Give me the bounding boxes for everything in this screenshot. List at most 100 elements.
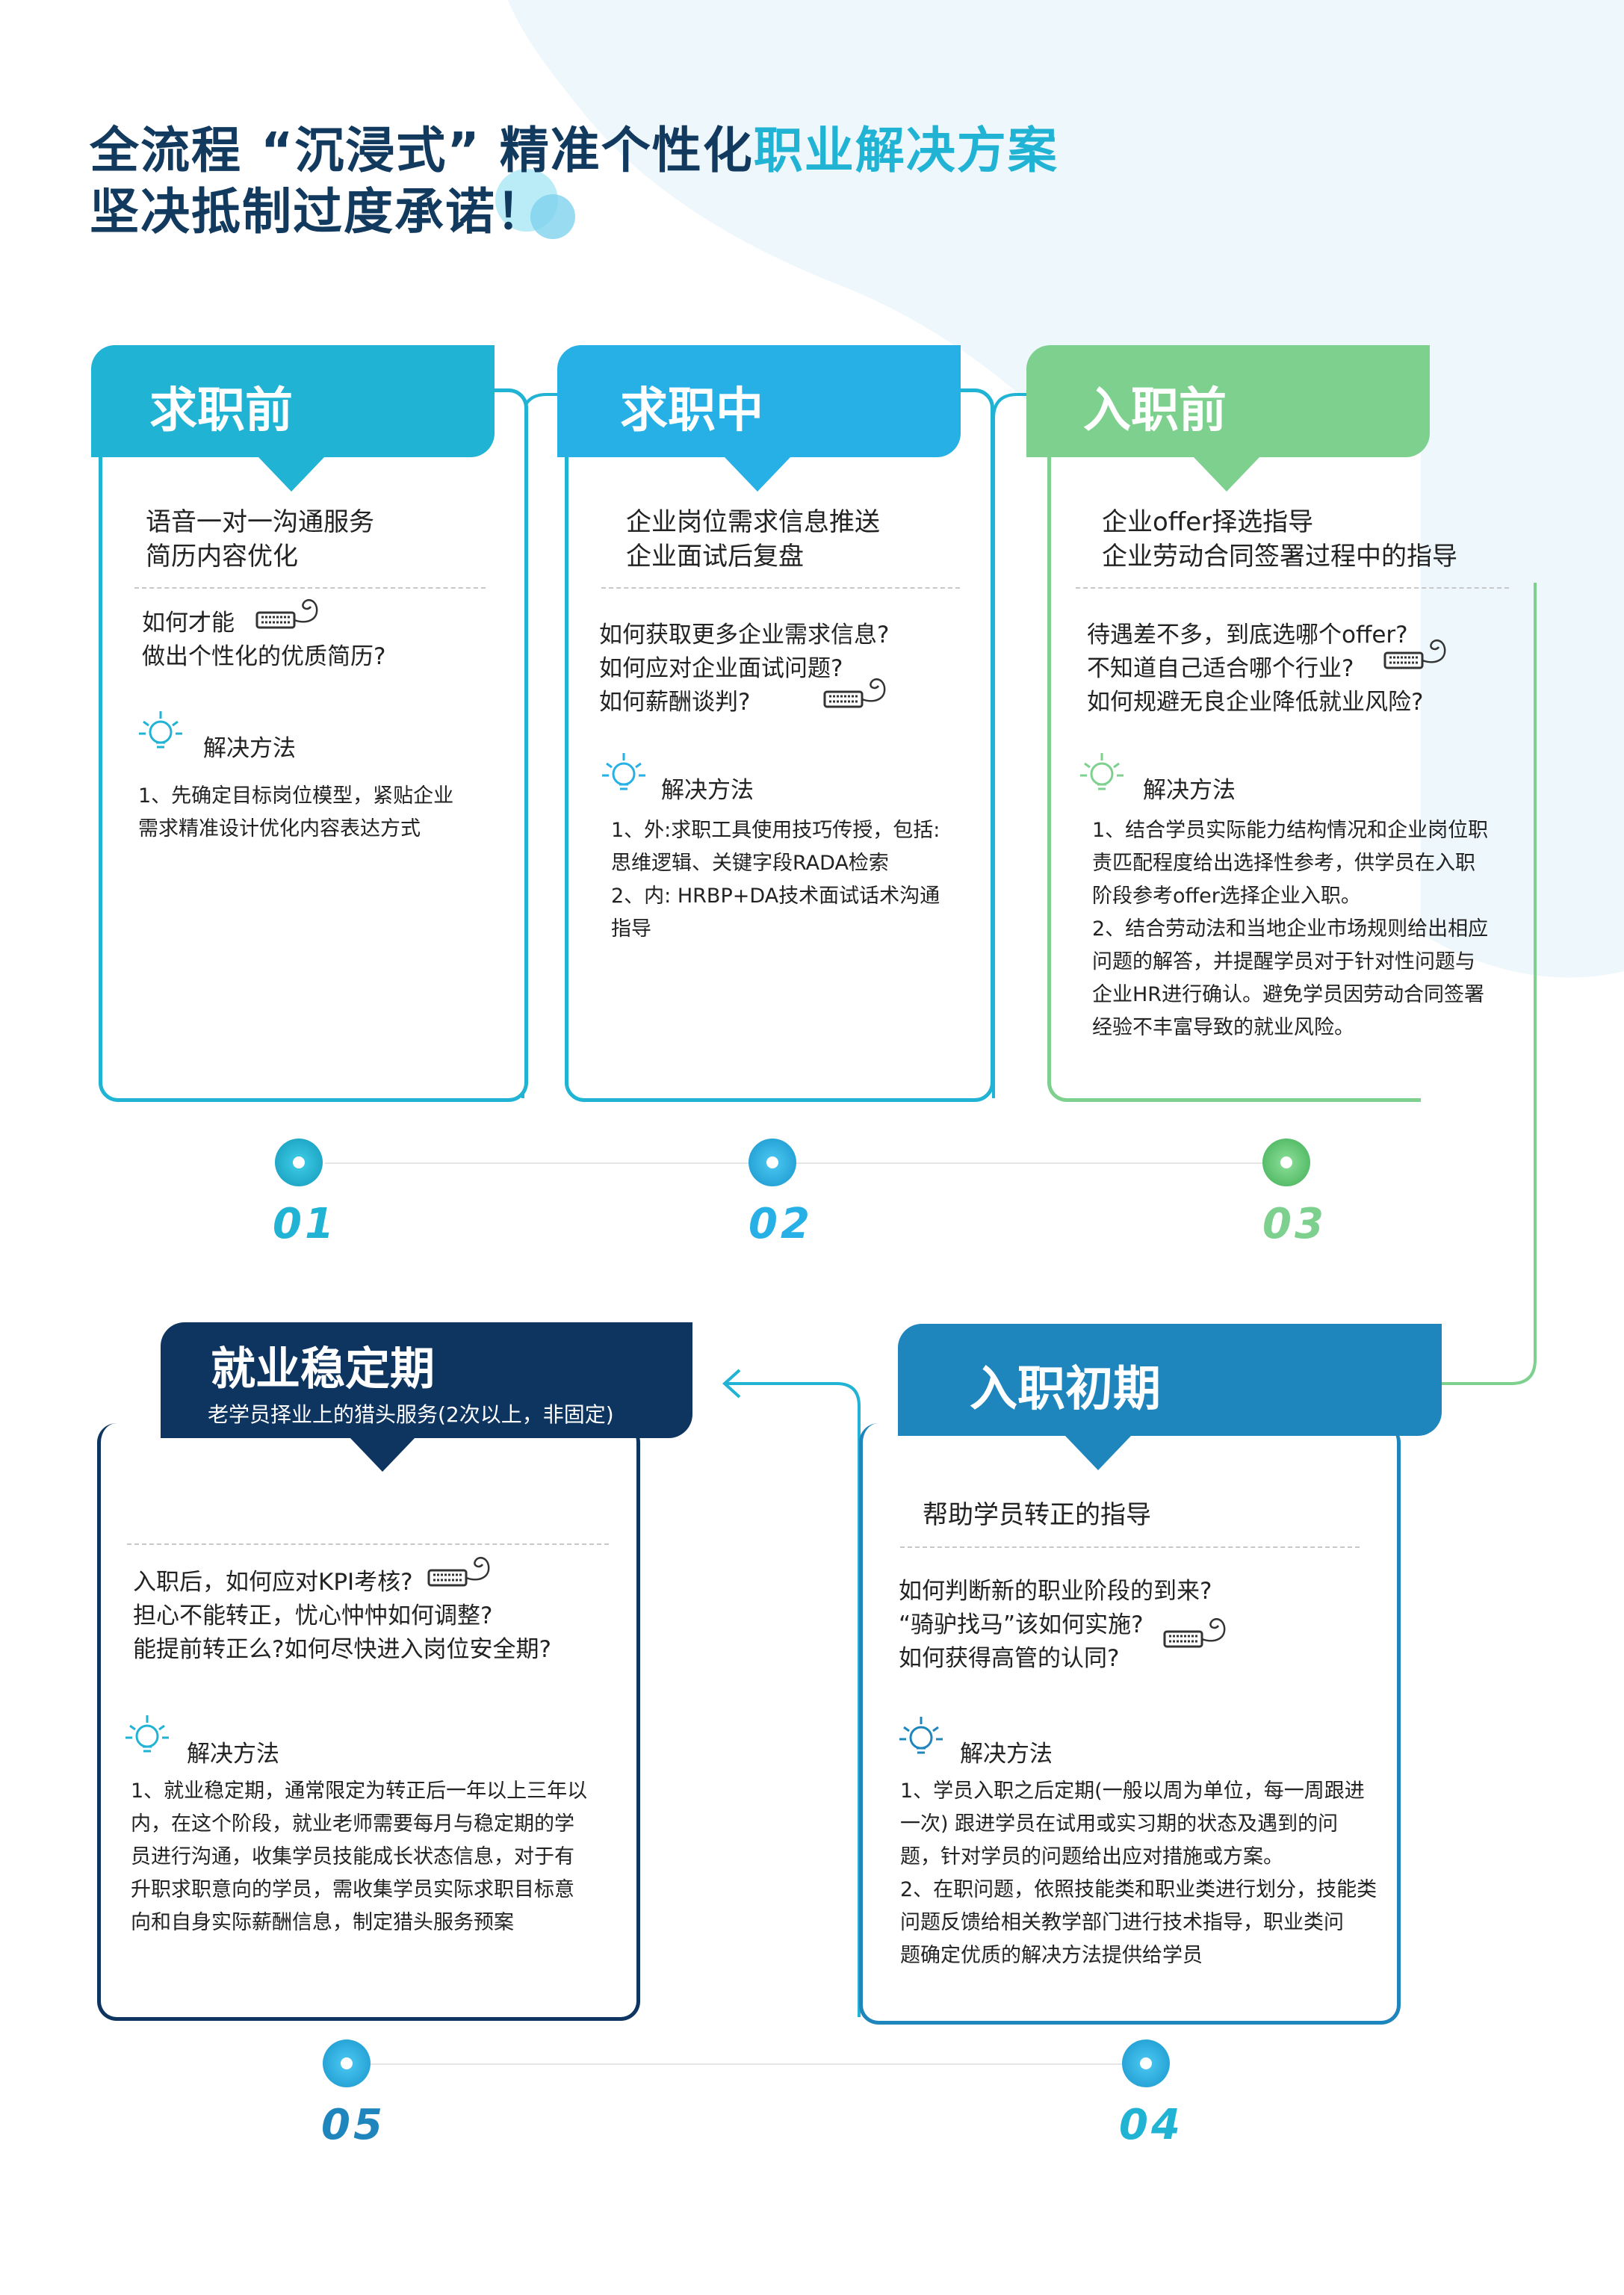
stage-2-solution-line: 思维逻辑、关键字段RADA检索	[611, 852, 889, 875]
divider	[134, 587, 486, 589]
timeline-dot-1	[275, 1139, 323, 1186]
stage-3-title: 入职前	[1083, 383, 1227, 439]
stage-1-number: 01	[273, 1200, 337, 1248]
stage-5-number: 05	[321, 2101, 385, 2149]
keyboard-mouse-icon	[1163, 1617, 1226, 1648]
stage-4-solution-line: 题，针对学员的问题给出应对措施或方案。	[900, 1845, 1283, 1868]
stage-2-question: 如何获取更多企业需求信息?	[599, 622, 890, 648]
stage-2-title: 求职中	[620, 383, 763, 439]
stage-1-question: 做出个性化的优质简历?	[142, 643, 386, 670]
lightbulb-icon	[139, 711, 182, 749]
stage-1-solution-line: 需求精准设计优化内容表达方式	[138, 817, 421, 840]
title-highlight: 职业解决方案	[753, 122, 1059, 179]
stage-1-solution-line: 1、先确定目标岗位模型，紧贴企业	[138, 784, 454, 808]
stage-3-question: 如何规避无良企业降低就业风险?	[1087, 689, 1424, 716]
stage-5-solution-line: 向和自身实际薪酬信息，制定猎头服务预案	[131, 1911, 514, 1934]
title-prefix: 全流程 “沉浸式” 精准个性化	[90, 122, 754, 179]
stage-2-service: 企业岗位需求信息推送	[626, 507, 880, 537]
stage-1-service: 简历内容优化	[146, 542, 298, 572]
stage-2-banner	[557, 345, 961, 457]
stage-4-service: 帮助学员转正的指导	[923, 1500, 1151, 1530]
stage-2-solution-line: 1、外:求职工具使用技巧传授，包括:	[611, 819, 940, 842]
stage-5-solution-line: 升职求职意向的学员，需收集学员实际求职目标意	[131, 1878, 574, 1901]
stage-2-solution-line: 指导	[611, 917, 651, 941]
stage-2-number: 02	[749, 1200, 813, 1248]
stage-4-card	[859, 1423, 1401, 2025]
stage-1-card	[99, 388, 528, 1102]
stage-5-solution-line: 内，在这个阶段，就业老师需要每月与稳定期的学	[131, 1812, 574, 1836]
keyboard-mouse-icon	[255, 598, 318, 629]
stage-3-question: 待遇差不多，到底选哪个offer?	[1087, 622, 1408, 648]
stage-2-solution-label: 解决方法	[661, 777, 754, 804]
keyboard-mouse-icon	[1383, 639, 1446, 669]
lightbulb-icon	[125, 1715, 169, 1753]
stage-4-number: 04	[1119, 2101, 1183, 2149]
stage-3-solution-line: 阶段参考offer选择企业入职。	[1092, 885, 1361, 908]
stage-5-title: 就业稳定期	[211, 1343, 435, 1396]
stage-4-solution-label: 解决方法	[960, 1741, 1053, 1768]
stage-5-solution-line: 员进行沟通，收集学员技能成长状态信息，对于有	[131, 1845, 574, 1868]
stage-2-solution-line: 2、内: HRBP+DA技术面试话术沟通	[611, 885, 940, 908]
stage-4-solution-line: 题确定优质的解决方法提供给学员	[900, 1944, 1203, 1967]
stage-3-banner	[1026, 345, 1430, 457]
stage-4-title: 入职初期	[970, 1362, 1161, 1417]
stage-3-question: 不知道自己适合哪个行业?	[1087, 655, 1354, 682]
timeline-line	[325, 1162, 1281, 1164]
stage-2-card	[565, 388, 994, 1102]
stage-3-number: 03	[1262, 1200, 1327, 1248]
lightbulb-icon	[899, 1717, 943, 1754]
stage-5-solution-line: 1、就业稳定期，通常限定为转正后一年以上三年以	[131, 1780, 588, 1803]
stage-4-question: 如何判断新的职业阶段的到来?	[899, 1578, 1212, 1605]
stage-4-solution-line: 1、学员入职之后定期(一般以周为单位，每一周跟进	[900, 1780, 1365, 1803]
divider	[601, 587, 960, 589]
divider	[900, 1546, 1360, 1548]
stage-4-question: 如何获得高管的认同?	[899, 1645, 1120, 1672]
timeline-dot-4	[1122, 2040, 1170, 2087]
stage-3-solution-line: 2、结合劳动法和当地企业市场规则给出相应	[1092, 917, 1489, 941]
stage-5-card	[97, 1423, 640, 2021]
stage-3-solution-line: 企业HR进行确认。避免学员因劳动合同签署	[1092, 983, 1485, 1006]
stage-1-pointer	[258, 457, 324, 492]
stage-2-service: 企业面试后复盘	[626, 542, 804, 572]
stage-3-solution-line: 经验不丰富导致的就业风险。	[1092, 1016, 1354, 1039]
stage-5-question: 入职后，如何应对KPI考核?	[133, 1569, 413, 1596]
stage-5-pointer	[350, 1437, 415, 1472]
divider	[127, 1543, 609, 1545]
stage-3-solution-label: 解决方法	[1143, 777, 1236, 804]
page-title-line-1: 全流程 “沉浸式” 精准个性化职业解决方案	[90, 111, 1059, 182]
stage-2-question: 如何应对企业面试问题?	[599, 655, 843, 682]
stage-5-question: 担心不能转正，忧心忡忡如何调整?	[133, 1602, 493, 1629]
stage-3-service: 企业劳动合同签署过程中的指导	[1102, 542, 1457, 572]
stage-5-banner	[161, 1322, 692, 1438]
stage-4-question: “骑驴找马”该如何实施?	[899, 1611, 1144, 1638]
stage-1-title: 求职前	[149, 383, 293, 439]
stage-3-solution-line: 问题的解答，并提醒学员对于针对性问题与	[1092, 950, 1475, 973]
stage-4-solution-line: 2、在职问题，依照技能类和职业类进行划分，技能类	[900, 1878, 1377, 1901]
stage-1-service: 语音一对一沟通服务	[146, 507, 374, 537]
stage-2-pointer	[725, 457, 790, 492]
stage-3-card	[1047, 388, 1421, 1102]
keyboard-mouse-icon	[823, 678, 886, 708]
divider	[1076, 587, 1509, 589]
stage-5-question: 能提前转正么?如何尽快进入岗位安全期?	[133, 1636, 551, 1663]
stage-3-solution-line: 1、结合学员实际能力结构情况和企业岗位职	[1092, 819, 1489, 842]
stage-4-solution-line: 问题反馈给相关教学部门进行技术指导，职业类问	[900, 1911, 1344, 1934]
page-title-line-2: 坚决抵制过度承诺！	[90, 183, 547, 241]
stage-2-question: 如何薪酬谈判?	[599, 689, 751, 716]
stage-5-subtitle: 老学员择业上的猎头服务(2次以上，非固定)	[208, 1402, 614, 1427]
lightbulb-icon	[1080, 753, 1124, 790]
stage-3-service: 企业offer择选指导	[1102, 507, 1314, 537]
stage-1-question: 如何才能	[142, 610, 235, 637]
stage-4-banner	[898, 1324, 1442, 1436]
stage-5-solution-label: 解决方法	[187, 1741, 279, 1768]
stage-3-solution-line: 责匹配程度给出选择性参考，供学员在入职	[1092, 852, 1475, 875]
stage-1-solution-label: 解决方法	[203, 735, 296, 762]
stage-4-solution-line: 一次) 跟进学员在试用或实习期的状态及遇到的问	[900, 1812, 1339, 1836]
stage-1-banner	[91, 345, 495, 457]
timeline-dot-5	[323, 2040, 371, 2087]
timeline-line	[351, 2063, 1150, 2065]
timeline-dot-3	[1262, 1139, 1310, 1186]
stage-4-pointer	[1065, 1436, 1131, 1470]
timeline-dot-2	[749, 1139, 796, 1186]
lightbulb-icon	[602, 753, 645, 790]
